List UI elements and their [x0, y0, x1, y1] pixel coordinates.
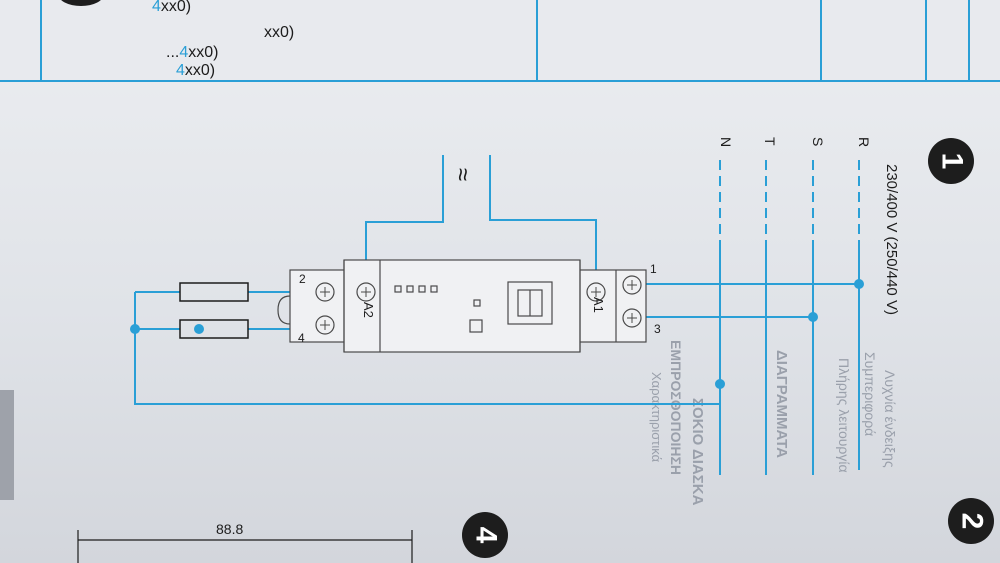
left-edge-block: [0, 390, 14, 500]
terminal-screw-3: [622, 308, 642, 328]
junction-r: [854, 279, 864, 289]
terminal-screw-1: [622, 275, 642, 295]
wire-control-a1: [489, 155, 597, 282]
header-fragment-8: 4xx0): [152, 0, 192, 15]
ac-symbol: ≈: [449, 168, 476, 182]
terminal-label-2: 2: [299, 272, 306, 286]
table-line-horizontal: [0, 80, 1000, 82]
table-line-vertical-2: [536, 0, 538, 82]
header-fragment-2: ...4xx0): [166, 44, 219, 61]
terminal-screw-a2: [356, 282, 376, 302]
wire-control-a2: [365, 155, 444, 282]
indicator-1: [394, 285, 402, 293]
load-resistor-1: [179, 282, 249, 302]
terminal-label-4: 4: [298, 331, 305, 345]
terminal-label-a2: A2: [361, 302, 376, 318]
junction-s: [808, 312, 818, 322]
step-badge-2: 2: [948, 498, 994, 544]
table-line-vertical-1: [40, 0, 42, 82]
junction-load-1: [130, 324, 140, 334]
junction-load-2: [194, 324, 204, 334]
step-badge-4: 4: [462, 512, 508, 558]
table-line-vertical-3: [820, 0, 822, 82]
load-resistor-2: [179, 319, 249, 339]
header-fragment-6: 4xx0): [176, 62, 216, 79]
dimension-label: 88.8: [216, 521, 244, 537]
black-marker: [58, 0, 104, 6]
indicator-4: [430, 285, 438, 293]
indicator-3: [418, 285, 426, 293]
indicator-2: [406, 285, 414, 293]
terminal-screw-2: [315, 282, 335, 302]
terminal-label-a1: A1: [591, 297, 606, 313]
step-badge-1: 1: [928, 138, 974, 184]
contact-bridge: [277, 295, 291, 325]
indicator-6: [469, 319, 483, 333]
contactor-center: [343, 259, 581, 353]
contactor-window: [507, 281, 553, 325]
indicator-5: [473, 299, 481, 307]
terminal-screw-4: [315, 315, 335, 335]
table-line-vertical-5: [968, 0, 970, 82]
terminal-label-1: 1: [650, 262, 657, 276]
top-table-band: [0, 0, 1000, 80]
terminal-screw-a1: [586, 282, 606, 302]
table-line-vertical-4: [925, 0, 927, 82]
terminal-label-3: 3: [654, 322, 661, 336]
junction-n: [715, 379, 725, 389]
header-fragment-1: xx0): [264, 24, 295, 41]
